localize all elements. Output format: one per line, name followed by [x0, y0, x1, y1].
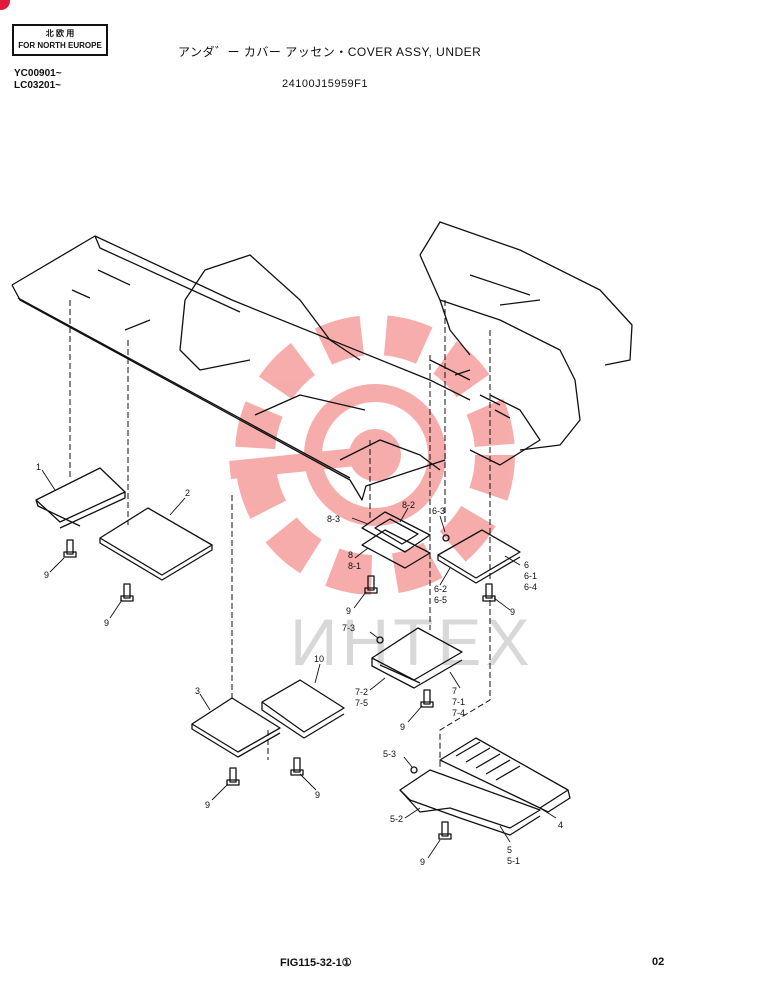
- callout-label: 8: [348, 550, 353, 560]
- leader-line: [299, 773, 317, 791]
- leader-line: [539, 807, 557, 819]
- callout-labels: 1 2 3 4 5 5-1 5-2 5-3 6 6-1 6-2 6-3 6-4 …: [36, 462, 563, 867]
- bolt-icon: [364, 575, 378, 594]
- leader-line: [504, 555, 521, 566]
- callout-label: 6: [524, 560, 529, 570]
- leader-line: [354, 547, 369, 559]
- cover-plate-3: [191, 697, 281, 758]
- serial-lc: LC03201~: [14, 80, 61, 91]
- leader-line: [404, 807, 421, 819]
- region-label-jp: 北 欧 用: [45, 29, 75, 38]
- leader-line: [369, 631, 379, 639]
- callout-label: 9: [315, 790, 320, 800]
- watermark-gear-icon: [229, 315, 515, 595]
- leader-line: [169, 497, 186, 516]
- leader-line: [439, 515, 446, 533]
- cover-plate-10: [261, 679, 345, 739]
- figure-number: FIG115-32-1①: [280, 957, 352, 969]
- grille-panel-4: [439, 737, 571, 813]
- callout-label: 7-3: [342, 623, 355, 633]
- callout-label: 8-1: [348, 561, 361, 571]
- callout-label: 9: [205, 800, 210, 810]
- callout-label: 9: [346, 606, 351, 616]
- frame-beam: [11, 235, 471, 501]
- leader-line: [41, 469, 56, 491]
- diagram-title: アンダ゛ー カバー アッセン・COVER ASSY, UNDER: [178, 45, 482, 59]
- leader-line: [351, 517, 369, 525]
- leader-line: [109, 599, 123, 619]
- callout-label: 8-2: [402, 500, 415, 510]
- leader-line: [493, 597, 511, 611]
- leader-line: [49, 557, 65, 573]
- callout-label: 9: [510, 607, 515, 617]
- callout-label: 5-3: [383, 749, 396, 759]
- leader-line: [211, 783, 229, 801]
- callout-label: 9: [104, 618, 109, 628]
- callout-label: 9: [44, 570, 49, 580]
- cover-plate-8: [361, 511, 431, 569]
- bolt-icon: [482, 583, 496, 602]
- callout-label: 7-5: [355, 698, 368, 708]
- callout-label: 9: [400, 722, 405, 732]
- cover-plate-6: [437, 529, 521, 584]
- page-number: 02: [652, 956, 665, 968]
- cover-plate-5: [399, 766, 541, 836]
- cover-plate-1: [35, 467, 126, 529]
- callout-label: 8-3: [327, 514, 340, 524]
- serial-range: YC00901~ LC03201~: [14, 68, 62, 92]
- leader-line: [439, 600, 491, 770]
- callout-label: 6-4: [524, 582, 537, 592]
- callout-label: 6-5: [434, 595, 447, 605]
- callout-label: 3: [195, 686, 200, 696]
- leader-line: [353, 591, 367, 609]
- leader-line: [369, 677, 386, 691]
- callout-label: 9: [420, 857, 425, 867]
- callout-label: 5: [507, 845, 512, 855]
- leader-line: [199, 693, 211, 711]
- serial-yc: YC00901~: [14, 68, 62, 79]
- cover-plate-2: [99, 507, 213, 581]
- bolt-icon: [290, 757, 304, 776]
- callout-label: 6-1: [524, 571, 537, 581]
- watermark-text: ИНТЕХ: [290, 605, 533, 679]
- callout-label: 5-2: [390, 814, 403, 824]
- cover-plate-7: [371, 627, 463, 689]
- leader-line: [499, 825, 511, 843]
- callout-label: 2: [185, 488, 190, 498]
- part-code: 24100J15959F1: [282, 78, 369, 90]
- leader-line: [403, 756, 413, 768]
- region-label-en: FOR NORTH EUROPE: [18, 41, 102, 50]
- callout-label: 6-2: [434, 584, 447, 594]
- callout-label: 4: [558, 820, 563, 830]
- leader-line: [314, 663, 321, 684]
- leader-line: [407, 705, 423, 723]
- leader-line: [439, 567, 451, 586]
- callout-label: 7: [452, 686, 457, 696]
- bolt-icon: [226, 767, 240, 786]
- leader-line: [449, 671, 461, 689]
- callout-label: 1: [36, 462, 41, 472]
- corner-mark: [0, 0, 10, 10]
- bolt-icon: [420, 689, 434, 708]
- bolt-icon: [438, 821, 452, 840]
- leader-line: [399, 507, 409, 523]
- leader-line: [427, 839, 441, 859]
- frame-right: [419, 221, 633, 466]
- region-label-box: 北 欧 用 FOR NORTH EUROPE: [12, 24, 108, 56]
- callout-label: 7-4: [452, 708, 465, 718]
- callout-label: 7-2: [355, 687, 368, 697]
- callout-label: 5-1: [507, 856, 520, 866]
- callout-label: 7-1: [452, 697, 465, 707]
- callout-label: 6-3: [432, 506, 445, 516]
- bolt-icon: [63, 539, 77, 558]
- callout-label: 10: [314, 654, 324, 664]
- bolt-icon: [120, 583, 134, 602]
